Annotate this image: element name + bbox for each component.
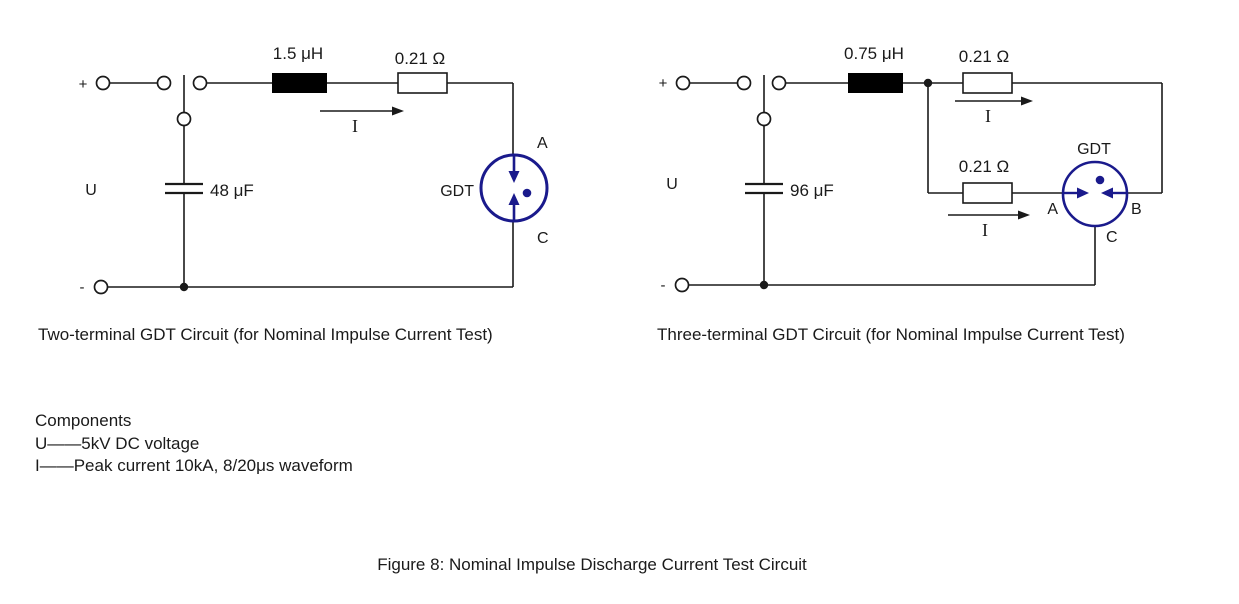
terminal-circle: [771, 75, 787, 91]
components-voltage-line: U——5kV DC voltage: [35, 433, 200, 453]
junction-dot: [759, 280, 769, 290]
components-current-line: I——Peak current 10kA, 8/20μs waveform: [35, 456, 353, 475]
right-terminal-contacts: [674, 75, 787, 293]
inductor-value: 1.5 μH: [273, 44, 323, 63]
junction-dot: [179, 282, 189, 292]
resistor-symbol-top: [962, 72, 1013, 94]
terminal-circle: [192, 75, 208, 91]
gdt-circle: [1061, 160, 1129, 228]
current-arrow-bottom: [948, 210, 1030, 220]
resistor-top-value: 0.21 Ω: [959, 47, 1010, 66]
current-arrow-top: [955, 96, 1033, 106]
arrowhead: [1021, 96, 1033, 106]
gdt-symbol: [1061, 160, 1129, 228]
current-label: I: [352, 116, 358, 136]
gdt-label: GDT: [440, 183, 474, 200]
resistor-symbol: [397, 72, 448, 94]
left-circuit-wires: [108, 75, 514, 288]
current-bottom-label: I: [982, 220, 988, 240]
gdt-arrow-up: [508, 193, 520, 205]
terminal-circle: [93, 279, 109, 295]
gdt-arrow-right: [1077, 187, 1089, 199]
terminal-circle: [176, 111, 192, 127]
inductor-value: 0.75 μH: [844, 44, 904, 63]
gdt-gas-dot: [522, 188, 532, 198]
gdt-arrow-down: [508, 171, 520, 183]
junction-dot: [923, 78, 933, 88]
arrowhead: [392, 106, 404, 116]
left-circuit: + - U 1.5 μH 0.21 Ω 48 μF I GDT A C: [79, 44, 549, 296]
gdt-circle: [479, 153, 549, 223]
terminal-circle: [95, 75, 111, 91]
inductor-symbol: [848, 73, 903, 93]
terminal-a-label: A: [1047, 201, 1058, 218]
gdt-gas-dot: [1095, 175, 1105, 185]
gdt-arrow-left: [1101, 187, 1113, 199]
minus-label: -: [80, 279, 85, 296]
terminal-circle: [675, 75, 691, 91]
minus-label: -: [661, 277, 666, 294]
terminal-c-label: C: [1106, 229, 1118, 246]
circuit-diagrams: + - U 1.5 μH 0.21 Ω 48 μF I GDT A C: [79, 44, 1163, 296]
terminal-circle: [756, 111, 772, 127]
voltage-label: U: [666, 176, 678, 193]
plus-label: +: [659, 75, 668, 92]
current-top-label: I: [985, 106, 991, 126]
gdt-symbol: [479, 153, 549, 223]
right-circuit-caption: Three-terminal GDT Circuit (for Nominal …: [657, 325, 1125, 344]
resistor-bottom-value: 0.21 Ω: [959, 157, 1010, 176]
components-title: Components: [35, 411, 132, 430]
terminal-c-label: C: [537, 230, 549, 247]
gdt-label: GDT: [1077, 141, 1111, 158]
right-circuit-wires: [689, 75, 1163, 286]
inductor-symbol: [272, 73, 327, 93]
terminal-circle: [736, 75, 752, 91]
left-terminal-contacts: [93, 75, 208, 295]
terminal-b-label: B: [1131, 201, 1142, 218]
components-note: Components U——5kV DC voltage I——Peak cur…: [35, 410, 353, 478]
capacitor-symbol: [165, 182, 203, 195]
terminal-circle: [156, 75, 172, 91]
left-circuit-caption: Two-terminal GDT Circuit (for Nominal Im…: [38, 325, 493, 344]
terminal-a-label: A: [537, 135, 548, 152]
voltage-label: U: [85, 182, 97, 199]
right-circuit-labels: + - U 0.75 μH 0.21 Ω 0.21 Ω 96 μF I I GD…: [659, 44, 1142, 294]
capacitor-symbol: [745, 182, 783, 195]
plus-label: +: [79, 76, 88, 93]
capacitor-value: 96 μF: [790, 181, 834, 200]
capacitor-value: 48 μF: [210, 181, 254, 200]
right-circuit: + - U 0.75 μH 0.21 Ω 0.21 Ω 96 μF I I GD…: [659, 44, 1163, 294]
current-arrow: [320, 106, 404, 116]
left-circuit-labels: + - U 1.5 μH 0.21 Ω 48 μF I GDT A C: [79, 44, 549, 296]
resistor-value: 0.21 Ω: [395, 49, 446, 68]
terminal-circle: [674, 277, 690, 293]
resistor-symbol-bottom: [962, 182, 1013, 204]
figure-caption: Figure 8: Nominal Impulse Discharge Curr…: [377, 555, 807, 574]
arrowhead: [1018, 210, 1030, 220]
